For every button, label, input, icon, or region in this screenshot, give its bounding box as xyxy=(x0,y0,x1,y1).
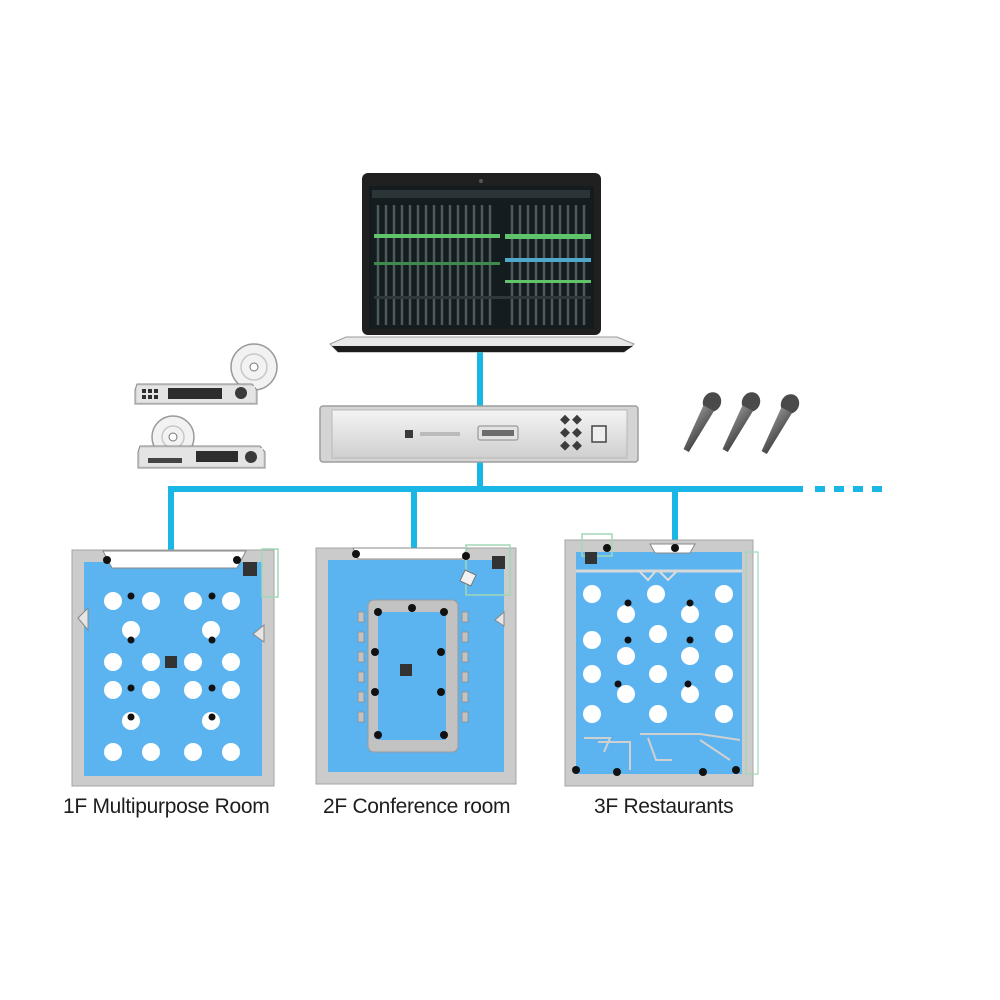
media-player-icon xyxy=(134,343,278,405)
microphone-icon xyxy=(683,392,722,452)
mic-point xyxy=(614,599,694,688)
laptop-icon xyxy=(329,173,635,353)
microphone-icon xyxy=(722,392,761,452)
mic-point xyxy=(371,604,448,739)
microphone-icon xyxy=(761,394,800,454)
room-label-3f: 3F Restaurants xyxy=(594,795,734,818)
room-label-1f: 1F Multipurpose Room xyxy=(63,795,270,818)
room-2f-floorplan xyxy=(315,544,517,785)
mic-point xyxy=(127,592,216,721)
network-lines xyxy=(168,352,885,550)
ceiling-speaker xyxy=(104,592,240,761)
room-1f-floorplan xyxy=(71,548,279,787)
room-label-2f: 2F Conference room xyxy=(323,795,511,818)
chair xyxy=(357,611,469,723)
media-player-icon xyxy=(137,415,266,469)
dsp-rack-unit-icon xyxy=(319,405,639,463)
bar-counter xyxy=(584,733,741,770)
ceiling-speaker xyxy=(583,585,733,723)
room-3f-floorplan xyxy=(564,533,759,787)
